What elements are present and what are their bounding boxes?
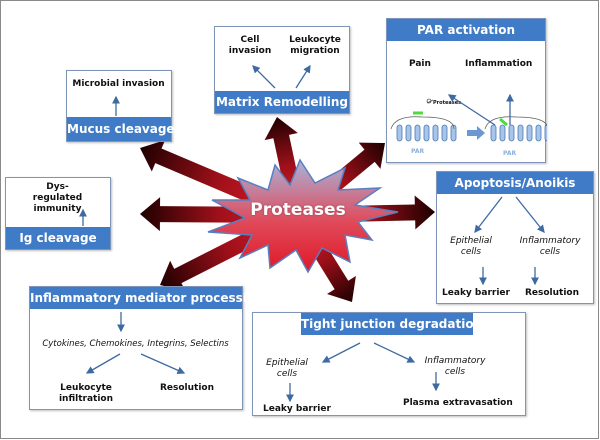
mediator-list: Cytokines, Chemokines, Integrins, Select…	[42, 339, 229, 349]
ig-cleavage-box: Dys-regulated immunity Ig cleavage	[5, 177, 111, 250]
matrix-outcome-cell-invasion: Cell invasion	[228, 35, 272, 56]
transmembrane-helix-icon	[423, 124, 430, 142]
transmembrane-helix-icon	[450, 124, 457, 142]
apoptosis-resolution: Resolution	[524, 288, 580, 298]
transmembrane-helix-icon	[414, 124, 421, 142]
mucus-outcome: Microbial invasion	[72, 79, 165, 89]
par-outcome-inflammation: Inflammation	[465, 59, 533, 69]
mediator-resolution: Resolution	[159, 383, 215, 393]
matrix-remodelling-box: Cell invasion Leukocyte migration Matrix…	[214, 26, 350, 114]
transmembrane-helix-icon	[405, 124, 412, 142]
transmembrane-helix-icon	[490, 124, 497, 142]
tight-header: Tight junction degradation	[301, 313, 482, 335]
ig-header: Ig cleavage	[6, 227, 110, 249]
mucus-header: Mucus cleavage	[67, 117, 175, 141]
apoptosis-inflammatory-cells: Inflammatory cells	[519, 236, 581, 257]
par-receptor-diagram	[390, 93, 547, 142]
apoptosis-box: Apoptosis/Anoikis Epithelial cells Infla…	[436, 171, 594, 304]
par-label-after: PAR	[503, 150, 517, 157]
apoptosis-header: Apoptosis/Anoikis	[437, 172, 593, 194]
par-outcome-pain: Pain	[409, 59, 431, 69]
transmembrane-helix-icon	[499, 124, 506, 142]
transmembrane-helix-icon	[396, 124, 403, 142]
mediator-header: Inflammatory mediator processing	[30, 287, 264, 309]
ig-outcome: Dys-regulated immunity	[32, 182, 83, 214]
mucus-cleavage-box: Microbial invasion Mucus cleavage	[66, 70, 175, 142]
par-label-before: PAR	[411, 148, 425, 155]
transmembrane-helix-icon	[432, 124, 439, 142]
transmembrane-helix-icon	[517, 124, 524, 142]
arrow-to-pain-icon	[447, 94, 496, 126]
transmembrane-helix-icon	[535, 124, 542, 142]
apoptosis-leaky-barrier: Leaky barrier	[442, 288, 510, 298]
par-header: PAR activation	[387, 19, 545, 41]
tight-leaky-barrier: Leaky barrier	[263, 404, 331, 414]
tight-plasma-extravasation: Plasma extravasation	[403, 398, 513, 408]
transmembrane-helix-icon	[508, 124, 515, 142]
apoptosis-epithelial-cells: Epithelial cells	[450, 236, 492, 257]
tight-junction-box: Tight junction degradation Epithelial ce…	[252, 312, 526, 416]
tight-inflammatory-cells: Inflammatory cells	[424, 356, 486, 377]
bound-ligand-icon	[499, 117, 508, 127]
transmembrane-helix-icon	[526, 124, 533, 142]
proteases-starburst	[207, 158, 399, 274]
transmembrane-helix-icon	[441, 124, 448, 142]
tight-epithelial-cells: Epithelial cells	[266, 358, 308, 379]
mediator-processing-box: Inflammatory mediator processing Cytokin…	[29, 286, 264, 410]
activation-arrow-icon	[467, 126, 485, 140]
center-label: Proteases	[250, 200, 346, 220]
matrix-outcome-leukocyte-migration: Leukocyte migration	[289, 35, 341, 56]
proteases-label: Proteases	[433, 100, 462, 106]
par-activation-box: PAR activation Pain Inflammation Proteas…	[386, 18, 547, 163]
matrix-header: Matrix Remodelling	[215, 91, 349, 113]
transmembrane-helix-icon	[544, 124, 547, 142]
mediator-leukocyte-infiltration: Leukocyte infiltration	[58, 383, 114, 404]
scissors-icon	[426, 98, 434, 104]
